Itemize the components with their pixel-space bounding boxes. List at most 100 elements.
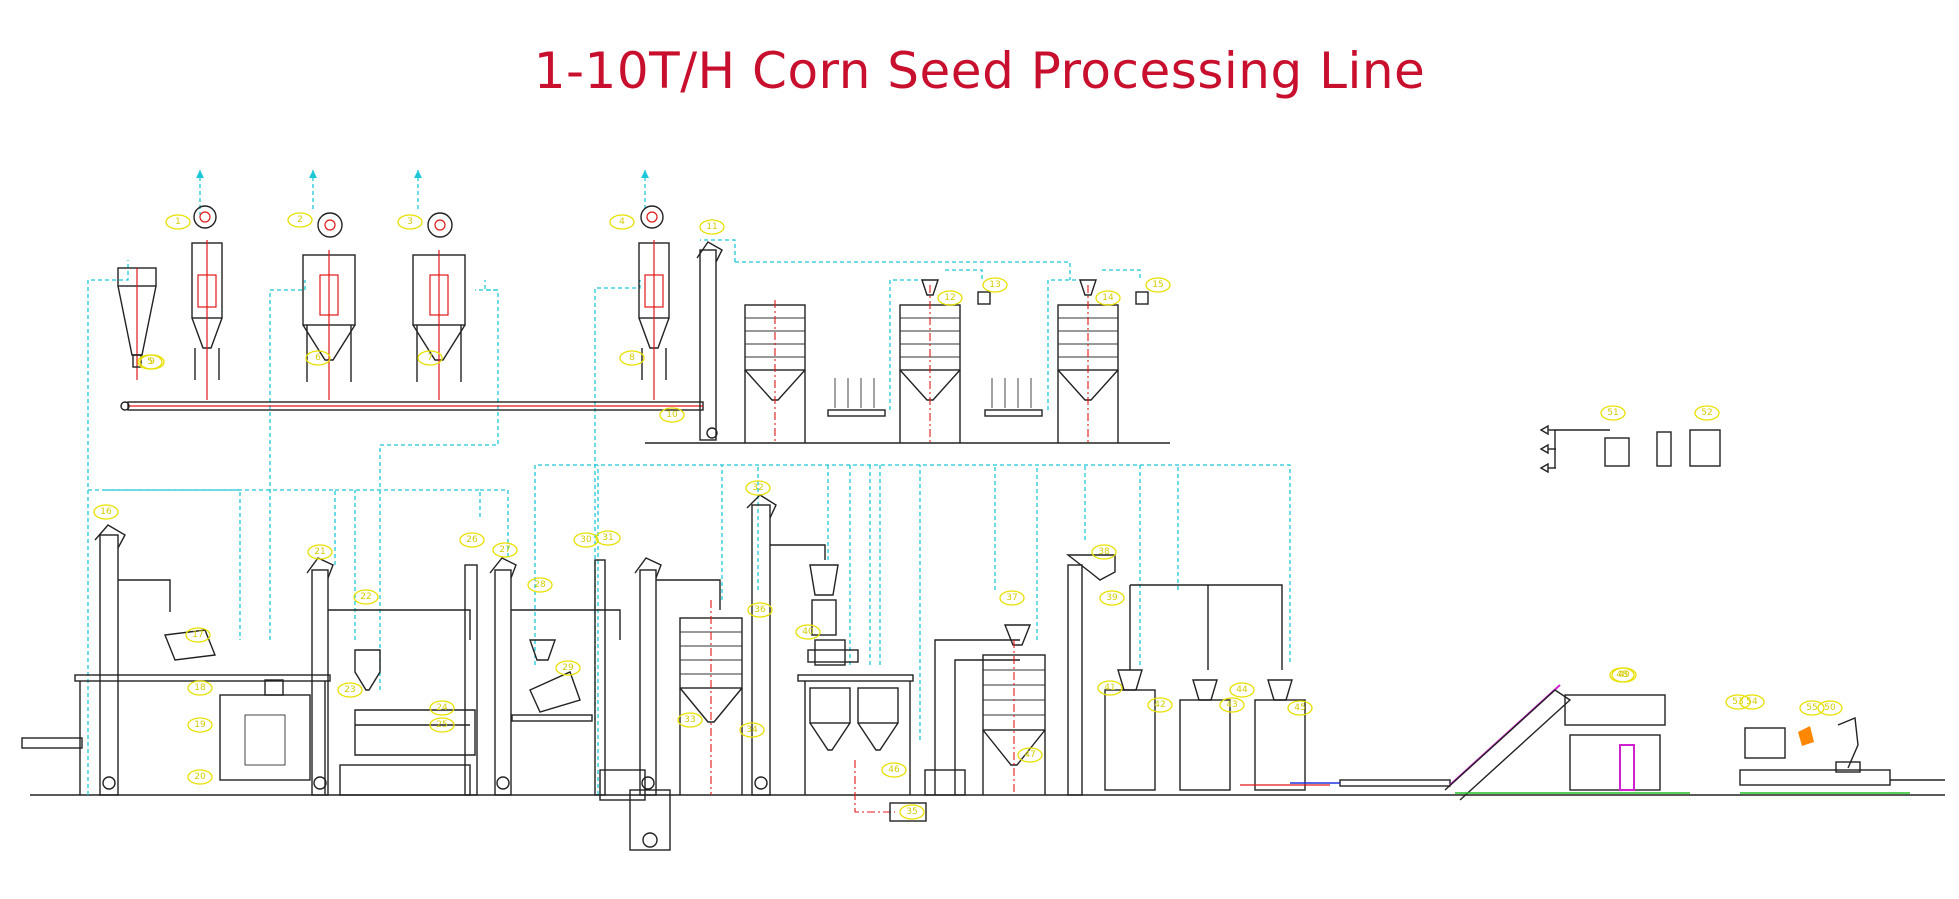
equipment-tag-1: 1: [165, 214, 191, 230]
svg-text:43: 43: [1226, 700, 1237, 710]
svg-text:1: 1: [175, 217, 181, 227]
equipment-tag-44: 44: [1229, 682, 1255, 698]
svg-text:39: 39: [1106, 593, 1118, 603]
equipment-tag-41: 41: [1097, 680, 1123, 696]
svg-text:33: 33: [684, 715, 695, 725]
equipment-tag-55: 55: [1799, 700, 1825, 716]
equipment-tag-6: 6: [305, 350, 331, 366]
equipment-tag-34: 34: [739, 722, 765, 738]
equipment-tag-38: 38: [1091, 544, 1117, 560]
equipment-tag-3: 3: [397, 214, 423, 230]
equipment-tag-25: 25: [429, 717, 455, 733]
svg-text:19: 19: [194, 720, 206, 730]
svg-text:50: 50: [1824, 703, 1836, 713]
svg-text:25: 25: [436, 720, 447, 730]
equipment-tag-47: 47: [1017, 747, 1043, 763]
svg-text:52: 52: [1701, 408, 1712, 418]
equipment-tag-37: 37: [999, 590, 1025, 606]
equipment-tag-50: 50: [1817, 700, 1843, 716]
equipment-tag-46: 46: [881, 762, 907, 778]
equipment-tag-28: 28: [527, 577, 553, 593]
svg-text:22: 22: [360, 592, 371, 602]
equipment-tag-51: 51: [1600, 405, 1626, 421]
svg-text:11: 11: [706, 222, 717, 232]
equipment-tag-45: 45: [1287, 700, 1313, 716]
equipment-tag-7: 7: [417, 350, 443, 366]
equipment-tag-10: 10: [659, 407, 685, 423]
svg-text:7: 7: [427, 353, 433, 363]
equipment-tag-43: 43: [1219, 697, 1245, 713]
svg-text:55: 55: [1806, 703, 1817, 713]
svg-text:37: 37: [1006, 593, 1017, 603]
equipment-tag-31: 31: [595, 530, 621, 546]
svg-text:10: 10: [666, 410, 678, 420]
svg-text:6: 6: [315, 353, 321, 363]
svg-text:47: 47: [1024, 750, 1035, 760]
svg-text:35: 35: [906, 807, 917, 817]
svg-text:3: 3: [407, 217, 413, 227]
dust-duct-network: [87, 170, 1291, 795]
svg-text:41: 41: [1104, 683, 1115, 693]
svg-text:53: 53: [1732, 697, 1743, 707]
svg-text:46: 46: [888, 765, 900, 775]
ground-lines: [30, 442, 1945, 796]
svg-text:2: 2: [297, 215, 303, 225]
upper-silos: [744, 279, 1149, 443]
equipment-tag-17: 17: [185, 627, 211, 643]
equipment-tag-32: 32: [745, 480, 771, 496]
svg-text:4: 4: [619, 217, 625, 227]
equipment-tag-22: 22: [353, 589, 379, 605]
svg-text:9: 9: [149, 357, 155, 367]
svg-text:15: 15: [1152, 280, 1163, 290]
equipment-tag-53: 53: [1725, 694, 1751, 710]
equipment-tag-4: 4: [609, 214, 635, 230]
equipment-tag-26: 26: [459, 532, 485, 548]
equipment-tag-29: 29: [555, 660, 581, 676]
svg-text:29: 29: [562, 663, 574, 673]
diagram-title: 1-10T/H Corn Seed Processing Line: [533, 42, 1426, 100]
equipment-tag-49: 49: [1611, 667, 1637, 683]
lower-process-equipment: [21, 494, 1945, 851]
equipment-tag-23: 23: [337, 682, 363, 698]
equipment-tag-24: 24: [429, 700, 455, 716]
svg-text:17: 17: [192, 630, 203, 640]
svg-text:36: 36: [754, 605, 766, 615]
svg-text:51: 51: [1607, 408, 1618, 418]
svg-text:40: 40: [802, 627, 814, 637]
equipment-tag-35: 35: [899, 804, 925, 820]
compressed-air-system: [1539, 424, 1721, 474]
svg-text:8: 8: [629, 353, 635, 363]
equipment-tag-8: 8: [619, 350, 645, 366]
equipment-tag-39: 39: [1099, 590, 1125, 606]
dust-collectors: [117, 205, 723, 441]
svg-text:30: 30: [580, 535, 592, 545]
svg-text:49: 49: [1618, 670, 1630, 680]
equipment-tag-42: 42: [1147, 697, 1173, 713]
equipment-tag-13: 13: [982, 277, 1008, 293]
equipment-tag-36: 36: [747, 602, 773, 618]
equipment-tag-9: 9: [139, 354, 165, 370]
svg-text:27: 27: [499, 545, 510, 555]
svg-text:18: 18: [194, 683, 206, 693]
equipment-tag-11: 11: [699, 219, 725, 235]
svg-text:16: 16: [100, 507, 112, 517]
svg-text:24: 24: [436, 703, 448, 713]
svg-text:32: 32: [752, 483, 763, 493]
svg-text:26: 26: [466, 535, 478, 545]
svg-text:28: 28: [534, 580, 546, 590]
equipment-tag-33: 33: [677, 712, 703, 728]
equipment-tag-52: 52: [1694, 405, 1720, 421]
svg-text:54: 54: [1746, 697, 1758, 707]
svg-text:48: 48: [1616, 670, 1628, 680]
svg-text:31: 31: [602, 533, 613, 543]
svg-text:34: 34: [746, 725, 758, 735]
equipment-tag-2: 2: [287, 212, 313, 228]
svg-text:21: 21: [314, 547, 325, 557]
equipment-tag-27: 27: [492, 542, 518, 558]
svg-text:13: 13: [989, 280, 1000, 290]
svg-text:44: 44: [1236, 685, 1248, 695]
svg-text:23: 23: [344, 685, 355, 695]
equipment-tag-20: 20: [187, 769, 213, 785]
